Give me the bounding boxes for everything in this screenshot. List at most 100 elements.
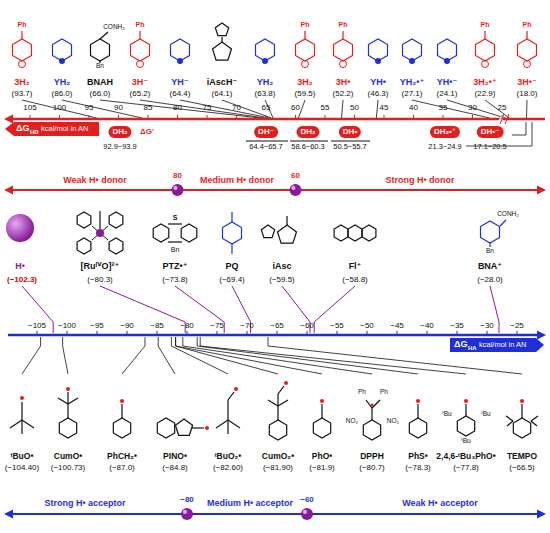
structure-bond [277, 406, 278, 420]
axis-tick-label: −40 [420, 322, 434, 330]
range-node: DH₂•⁺21.3~24.9 [421, 126, 469, 158]
axis-tick-label: −45 [390, 322, 404, 330]
energy-value: (64.1) [212, 90, 233, 98]
structure-bond [139, 31, 140, 39]
compound-name: 3H⁻ [132, 78, 148, 87]
atom-label: ᵗBu [461, 438, 470, 445]
structure-bond [221, 37, 222, 42]
compound-name: PTZ•⁺ [163, 262, 188, 271]
arrow-head [4, 510, 13, 519]
energy-value: (−77.8) [453, 464, 479, 472]
hydrogen-mark [340, 61, 347, 68]
energy-value: (52.2) [333, 90, 354, 98]
compound-name: PhO• [312, 452, 332, 461]
axis-break [500, 114, 504, 124]
structure-bond [278, 386, 284, 394]
energy-value: (−84.8) [162, 464, 188, 472]
compound-name: TEMPO [507, 452, 537, 461]
energy-value: (−81.90) [263, 464, 293, 472]
axis-tick [217, 331, 218, 335]
energy-value: (59.5) [295, 90, 316, 98]
axis-tick [59, 115, 60, 119]
axis-tick-label: 90 [114, 104, 123, 112]
compound-name: DPPH [360, 452, 384, 461]
axis-tick [266, 115, 267, 119]
structure-bond [506, 416, 513, 421]
ring-bond [153, 224, 169, 242]
range-value: 17.1~20.5 [473, 143, 507, 151]
axis-tick-label: 60 [291, 104, 300, 112]
compound-name: BNA⁺ [478, 262, 502, 271]
scale-marker [173, 186, 177, 190]
ring-bond [256, 39, 275, 61]
atom-label: CONH₂ [497, 211, 519, 218]
hydrogen-mark [482, 61, 489, 68]
axis-line [8, 334, 538, 337]
structure-bond [168, 223, 182, 224]
energy-value: (−78.3) [405, 464, 431, 472]
compound-name: CumO• [54, 452, 82, 461]
structure-bond [371, 408, 372, 420]
structure-bond [216, 420, 228, 428]
energy-value: (−80.7) [359, 464, 385, 472]
structure-bond [231, 212, 232, 222]
hydrogen-mark [19, 61, 26, 68]
axis-tick-label: −35 [450, 322, 464, 330]
ring-bond [13, 39, 32, 61]
axis-tick [325, 115, 326, 119]
leader-line [376, 100, 378, 118]
atom-label: Ph [301, 21, 310, 28]
atom-label: Ph [380, 389, 388, 396]
compound-name: ᵗBuO₂• [215, 452, 242, 461]
radical-dot [205, 426, 209, 430]
structure-bond [100, 32, 108, 39]
axis-break [505, 114, 509, 124]
range-bar [331, 141, 370, 142]
ring-bond [362, 225, 376, 241]
scale-value: −80 [180, 496, 194, 504]
axis-title-box [450, 338, 544, 352]
leader-line [197, 337, 418, 374]
axis-tick [277, 331, 278, 335]
ring-bond [157, 418, 174, 438]
leader-line [171, 337, 228, 374]
arrow-head [537, 510, 546, 519]
ring-bond [334, 225, 348, 241]
axis-tick [517, 331, 518, 335]
nitrogen-mark [177, 58, 183, 64]
axis-tick-label: −65 [270, 322, 284, 330]
atom-label: Ph [18, 21, 27, 28]
axis-title: HA [468, 345, 477, 351]
radical-dot [234, 387, 238, 391]
structure-bond [531, 421, 537, 426]
axis-tick-label: −70 [240, 322, 254, 330]
axis-tick-label: 70 [232, 104, 241, 112]
scale-label: Weak H• acceptor [402, 499, 478, 508]
ring-bond [481, 221, 500, 243]
scale-label: Weak H• donor [63, 176, 127, 185]
scale-marker [290, 184, 302, 196]
ring-bond [457, 416, 474, 436]
leader-line [412, 100, 490, 118]
energy-value: (65.2) [130, 90, 151, 98]
energy-symbol: ΔG' [140, 128, 154, 136]
structure-bond [228, 420, 240, 428]
compound-name: 2,4,6-ᵗBu₃PhO• [436, 452, 495, 461]
energy-value: (66.0) [90, 90, 111, 98]
atom-label: Ph [358, 389, 366, 396]
species-badge: DH₂ [296, 126, 319, 138]
structure-bond [99, 211, 100, 229]
structure-bond [22, 420, 34, 428]
axis-tick-label: 65 [262, 104, 271, 112]
range-node: DH₂92.9~93.9 [96, 126, 144, 158]
radical-dot [66, 387, 70, 391]
nitrogen-mark [444, 58, 450, 64]
leader-line [485, 100, 509, 118]
compound-name: PhCH₂• [107, 452, 137, 461]
compound-name: YH₂ [257, 78, 274, 87]
axis-tick-label: 30 [468, 104, 477, 112]
leader-line [100, 100, 260, 118]
axis-tick-label: −30 [480, 322, 494, 330]
atom-label: S [173, 214, 178, 221]
energy-value: (−58.8) [342, 276, 368, 284]
